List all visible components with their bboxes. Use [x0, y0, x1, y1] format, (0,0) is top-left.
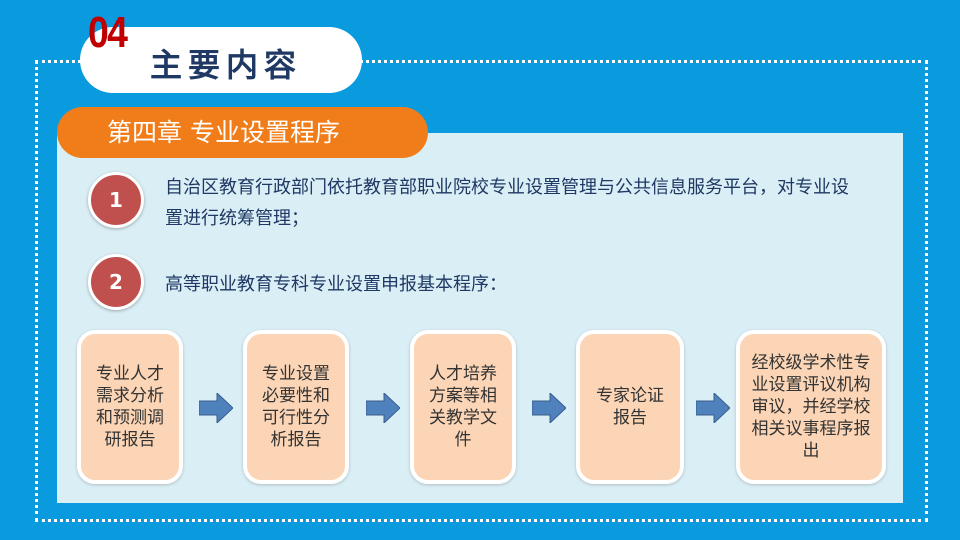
arrow-right-icon [696, 393, 730, 423]
step-box-2: 专业设置必要性和可行性分析报告 [243, 330, 349, 484]
title-pill [80, 27, 362, 93]
step-box-1: 专业人才需求分析和预测调研报告 [77, 330, 183, 484]
arrow-right-icon [366, 393, 400, 423]
dotted-frame [35, 60, 928, 522]
step-box-3: 人才培养方案等相关教学文件 [410, 330, 516, 484]
step-label: 专家论证报告 [596, 386, 664, 428]
chapter-banner: 第四章 专业设置程序 [57, 107, 428, 158]
arrow-right-icon [199, 393, 233, 423]
item-text-1: 自治区教育行政部门依托教育部职业院校专业设置管理与公共信息服务平台，对专业设置进… [165, 177, 849, 229]
step-box-5: 经校级学术性专业设置评议机构审议，并经学校相关议事程序报出 [736, 330, 886, 484]
page-title: 主要内容 [150, 46, 303, 84]
section-number: 04 [88, 8, 128, 57]
item-number-1: 1 [88, 172, 144, 228]
arrow-right-icon [532, 393, 566, 423]
step-label: 经校级学术性专业设置评议机构审议，并经学校相关议事程序报出 [751, 353, 871, 461]
step-label: 专业人才需求分析和预测调研报告 [96, 364, 164, 450]
item-text-2: 高等职业教育专科专业设置申报基本程序： [165, 274, 507, 295]
item-number-2: 2 [88, 254, 144, 310]
step-box-4: 专家论证报告 [576, 330, 684, 484]
step-label: 专业设置必要性和可行性分析报告 [262, 364, 330, 450]
step-label: 人才培养方案等相关教学文件 [429, 364, 497, 450]
